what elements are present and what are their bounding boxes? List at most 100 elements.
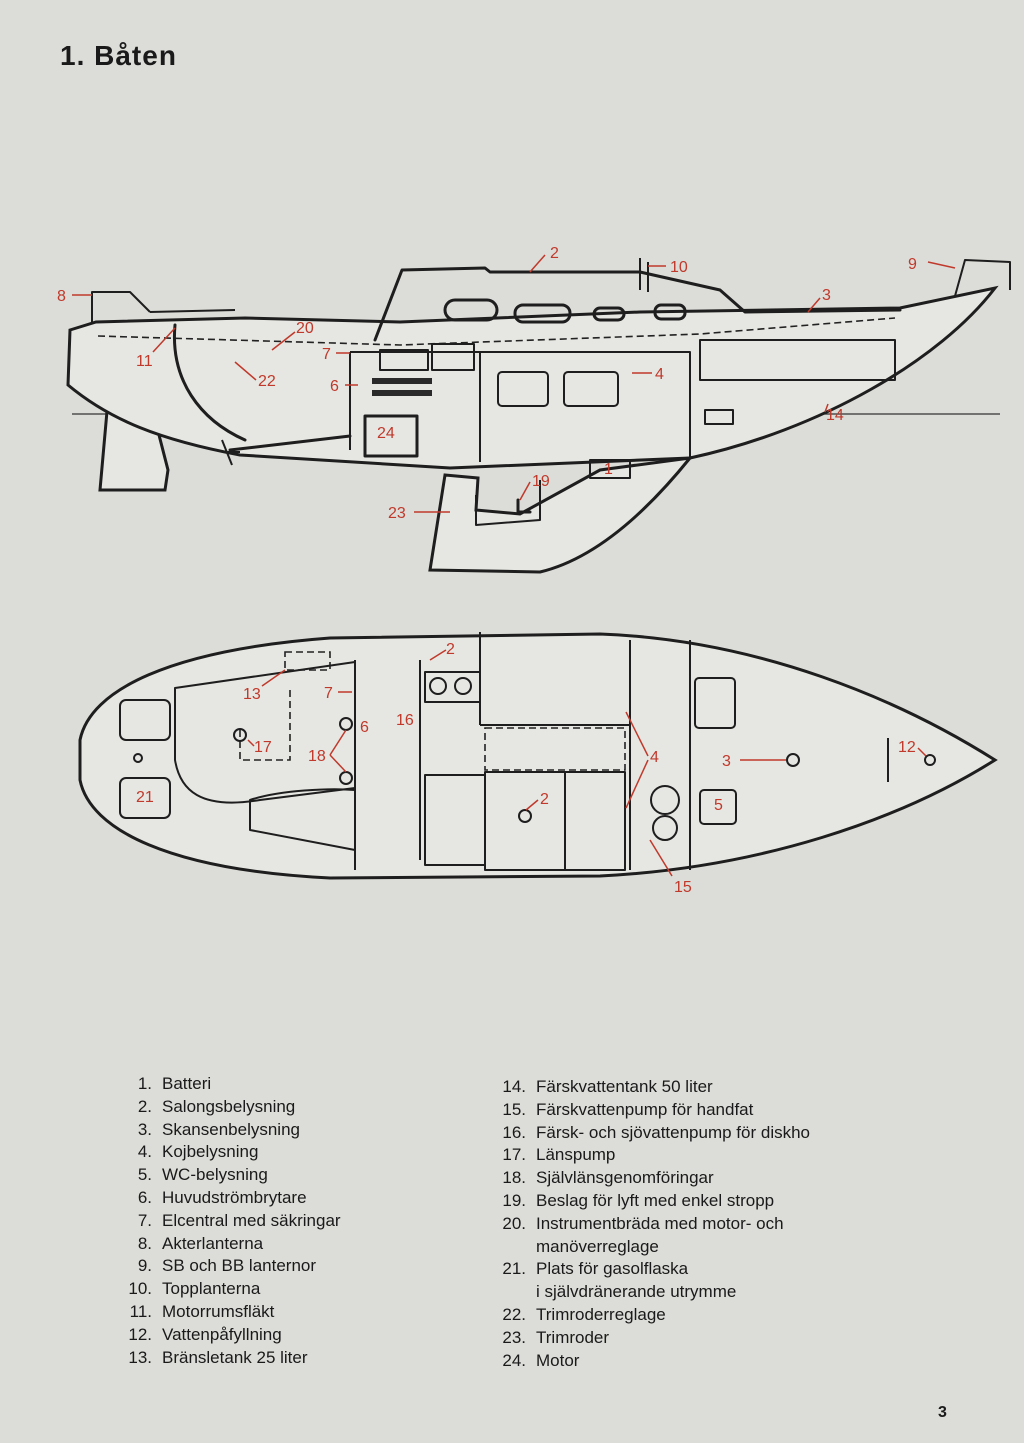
hull-side <box>66 285 999 470</box>
engine-box <box>363 414 419 458</box>
settee-window <box>497 371 549 407</box>
page-number: 3 <box>938 1404 947 1421</box>
galley-block <box>431 343 475 371</box>
callout-leader <box>649 839 673 877</box>
callout-18: 18 <box>308 748 326 765</box>
stern-pulpit <box>91 291 151 322</box>
chart-table <box>379 349 429 371</box>
cabin-window <box>513 303 572 324</box>
callout-leader <box>824 403 829 413</box>
legend-item: 15.Färskvattenpump för handfat <box>502 1099 754 1119</box>
callout-11: 11 <box>136 353 153 370</box>
callout-14: 14 <box>826 407 844 424</box>
propeller-shaft <box>228 434 352 452</box>
table-outline <box>484 727 626 771</box>
legend-item: 19.Beslag för lyft med enkel stropp <box>502 1190 775 1210</box>
bilge-pump <box>233 728 247 742</box>
cabin-window <box>653 303 687 321</box>
legend-item: 7.Elcentral med säkringar <box>137 1210 341 1230</box>
wc-locker <box>699 789 737 825</box>
burner <box>429 677 447 695</box>
legend-item: 18.Självlänsgenomföringar <box>502 1168 714 1188</box>
locker <box>704 409 734 425</box>
legend-item: 9.SB och BB lanternor <box>137 1256 317 1276</box>
legend-item: 5.WC-belysning <box>137 1165 268 1185</box>
tiller <box>149 309 236 313</box>
legend-item: 20.Instrumentbräda med motor- och <box>502 1213 784 1233</box>
lifting-fitting <box>516 498 532 514</box>
plan-view: 2 13 7 6 16 17 18 4 3 12 2 5 15 21 <box>78 632 998 896</box>
cabin-roof <box>373 266 902 342</box>
legend-item: 1.Batteri <box>137 1074 212 1093</box>
callout-17: 17 <box>254 739 272 756</box>
legend-item: 3.Skansenbelysning <box>137 1119 300 1139</box>
callout-21: 21 <box>136 789 154 806</box>
legend-right-column: 14.Färskvattentank 50 liter 15.Färskvatt… <box>490 1076 810 1372</box>
stern-locker <box>119 699 171 741</box>
callout-6: 6 <box>330 378 339 395</box>
legend-item: 6.Huvudströmbrytare <box>137 1187 307 1207</box>
callout-7: 7 <box>322 346 331 363</box>
legend-item: 14.Färskvattentank 50 liter <box>502 1077 713 1096</box>
settee-berth <box>424 774 486 866</box>
callout-leader <box>329 754 347 773</box>
legend-item: 22.Trimroderreglage <box>502 1304 666 1324</box>
cockpit-well <box>172 323 247 442</box>
callout-22: 22 <box>258 373 276 390</box>
legend-item: 21.Plats för gasolflaska <box>502 1259 689 1279</box>
callout-1: 1 <box>604 461 613 478</box>
page-title: 1. Båten <box>60 40 177 71</box>
callout-leader <box>329 729 347 756</box>
legend-item: 8.Akterlanterna <box>137 1233 264 1253</box>
v-berth <box>699 339 896 381</box>
callout-8: 8 <box>57 288 66 305</box>
callout-10: 10 <box>670 259 688 276</box>
side-profile-view: 8 2 10 9 3 20 11 22 7 6 4 24 14 1 19 23 <box>57 245 1011 574</box>
callout-leader <box>927 261 956 269</box>
legend-item: 24.Motor <box>502 1350 580 1370</box>
deck-line <box>97 317 896 346</box>
shelf <box>372 378 432 384</box>
burner <box>454 677 472 695</box>
legend-item: 16.Färsk- och sjövattenpump för diskho <box>502 1122 811 1142</box>
callout-2: 2 <box>550 245 559 262</box>
callout-15: 15 <box>674 879 692 896</box>
legend-item: 10.Topplanterna <box>128 1279 261 1299</box>
callout-4: 4 <box>655 366 664 383</box>
callout-leader <box>429 649 447 661</box>
gas-locker <box>119 777 171 819</box>
legend-item: 17.Länspump <box>502 1145 616 1165</box>
callout-2-plan: 2 <box>446 641 455 658</box>
callout-leader <box>625 759 649 809</box>
callout-13: 13 <box>243 686 261 703</box>
legend-item: 23.Trimroder <box>502 1327 610 1347</box>
callout-7-plan: 7 <box>324 685 333 702</box>
settee-berth <box>564 771 626 871</box>
callout-5: 5 <box>714 797 723 814</box>
callout-leader <box>525 799 539 811</box>
callout-12: 12 <box>898 739 916 756</box>
callout-19: 19 <box>532 473 550 490</box>
settee-window <box>563 371 619 407</box>
callout-leader <box>247 739 255 747</box>
callout-leader <box>917 747 927 757</box>
legend-item: 11.Motorrumsfläkt <box>129 1301 275 1321</box>
keel-frame <box>475 480 541 526</box>
forepeak-light <box>786 753 800 767</box>
legend-item: manöverreglage <box>536 1236 659 1256</box>
legend-item: 4.Kojbelysning <box>137 1142 259 1162</box>
toilet <box>650 785 680 815</box>
callout-leader <box>261 669 286 687</box>
hanging-locker <box>694 677 736 729</box>
propeller <box>221 439 240 466</box>
water-filler <box>924 754 936 766</box>
callout-16: 16 <box>396 712 414 729</box>
shelf <box>372 390 432 396</box>
saloon-light <box>518 809 532 823</box>
callout-3-plan: 3 <box>722 753 731 770</box>
cabin-window <box>592 306 626 322</box>
callout-23: 23 <box>388 505 406 522</box>
callout-leader <box>519 481 531 501</box>
stern-fitting <box>133 753 143 763</box>
callout-20: 20 <box>296 320 314 337</box>
